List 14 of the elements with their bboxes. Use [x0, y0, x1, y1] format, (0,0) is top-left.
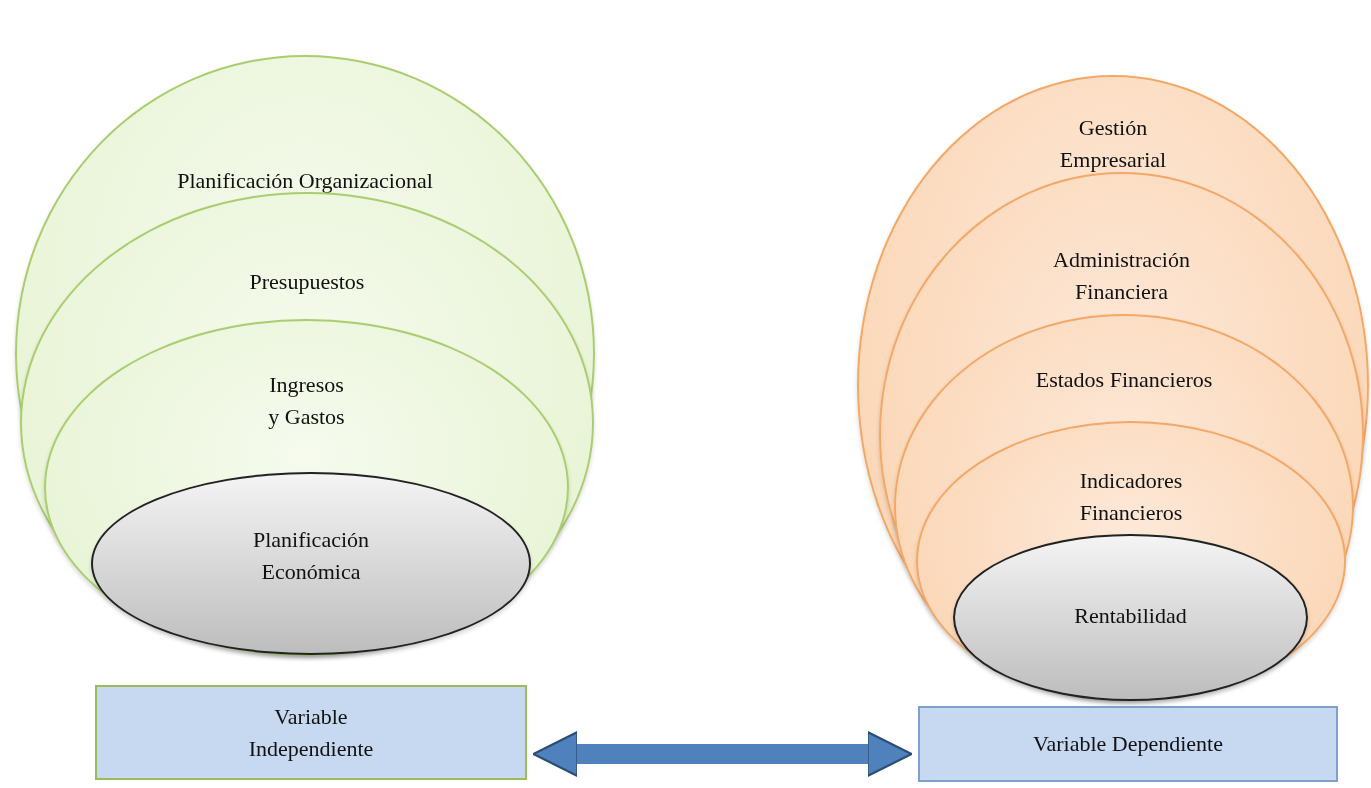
node-label: Variable Independiente	[247, 703, 375, 763]
node-label: Rentabilidad	[1074, 602, 1187, 630]
node-label: Indicadores Financieros	[1078, 467, 1184, 527]
node-label: Estados Financieros	[1035, 366, 1213, 394]
node-label: Ingresos y Gastos	[267, 371, 346, 431]
label-box	[95, 685, 527, 780]
node-label: Planificación Organizacional	[177, 167, 433, 195]
node-label: Gestión Empresarial	[1058, 114, 1168, 174]
node-label: Variable Dependiente	[1033, 730, 1223, 758]
label-box	[918, 706, 1338, 782]
node-label: Administración Financiera	[1052, 246, 1191, 306]
double-arrow	[532, 730, 913, 778]
node-label: Presupuestos	[249, 268, 365, 296]
node-label: Planificación Económica	[251, 526, 371, 586]
